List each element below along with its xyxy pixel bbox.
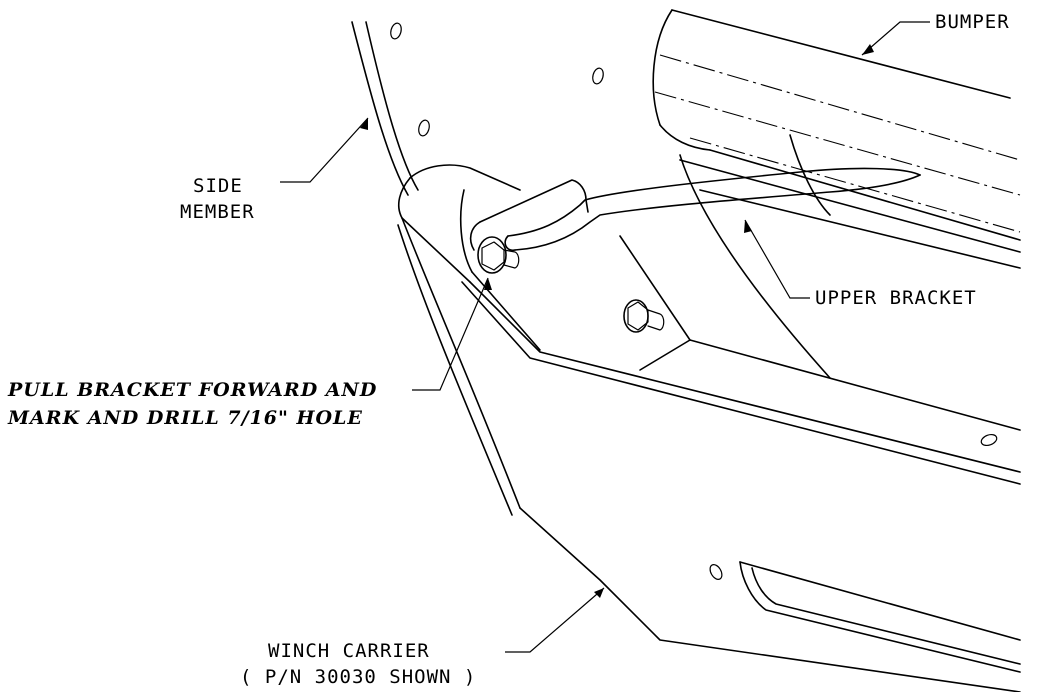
note-line1: PULL BRACKET FORWARD AND (7, 379, 377, 401)
winch-carrier (397, 164, 1021, 692)
label-side-member-line1: SIDE (193, 175, 243, 197)
label-bumper: BUMPER (935, 11, 1010, 33)
leader-lines (280, 21, 930, 653)
arrowheads (360, 44, 874, 598)
upper-bracket (469, 167, 921, 252)
bolt-upper (477, 236, 520, 274)
side-member (351, 21, 604, 196)
label-winch-carrier-line2: ( P/N 30030 SHOWN ) (240, 666, 476, 688)
note-line2: MARK AND DRILL 7/16" HOLE (7, 407, 363, 429)
label-side-member-line2: MEMBER (180, 201, 255, 223)
label-upper-bracket: UPPER BRACKET (815, 287, 977, 309)
label-winch-carrier-line1: WINCH CARRIER (268, 640, 430, 662)
bolt-lower (623, 299, 665, 333)
bumper (652, 9, 1021, 379)
